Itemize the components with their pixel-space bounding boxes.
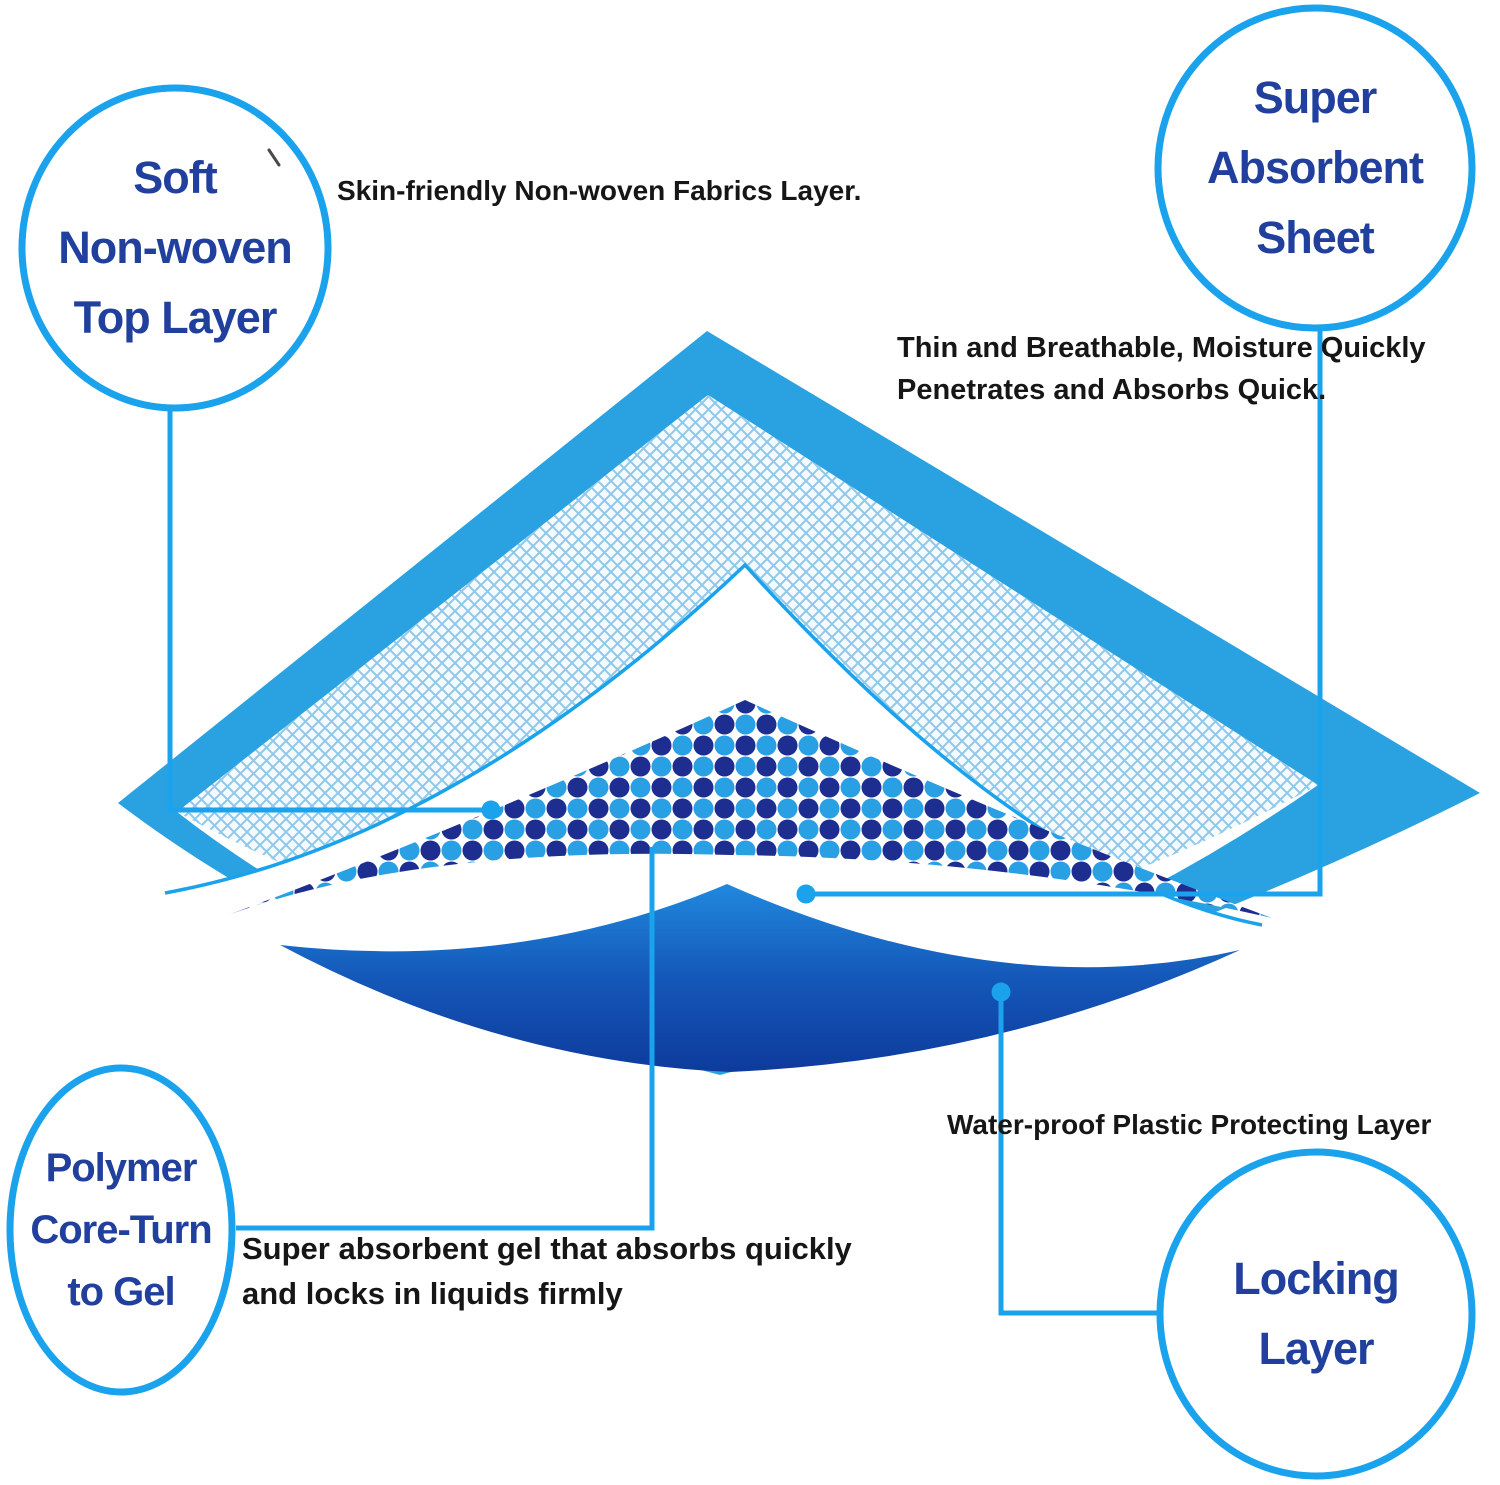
annotation-waterproof: Water-proof Plastic Protecting Layer (947, 1109, 1432, 1140)
annotation-thin-breathable: Thin and Breathable, Moisture Quickly Pe… (897, 332, 1426, 407)
callout-dot-top-right (796, 884, 816, 904)
callout-bubbles (6, 4, 1476, 1480)
tick-mark (267, 148, 281, 167)
callout-line-top-left (167, 408, 484, 813)
bubble-top-left (18, 84, 332, 412)
callout-line-bottom-right (998, 992, 1158, 1316)
callout-line-top-right (812, 328, 1323, 897)
bubble-bottom-right (1156, 1148, 1476, 1480)
callout-lines (167, 328, 1323, 1316)
bubble-bottom-left (6, 1064, 236, 1396)
callout-line-bottom-left (236, 847, 655, 1231)
annotation-absorbent-gel: Super absorbent gel that absorbs quickly… (242, 1231, 852, 1311)
annotation-skin-friendly: Skin-friendly Non-woven Fabrics Layer. (337, 175, 862, 206)
callout-dot-bottom-right (991, 982, 1011, 1002)
polymer-dots-layer (228, 700, 1272, 918)
bubble-top-right (1154, 4, 1476, 332)
callout-dot-top-left (481, 800, 501, 820)
